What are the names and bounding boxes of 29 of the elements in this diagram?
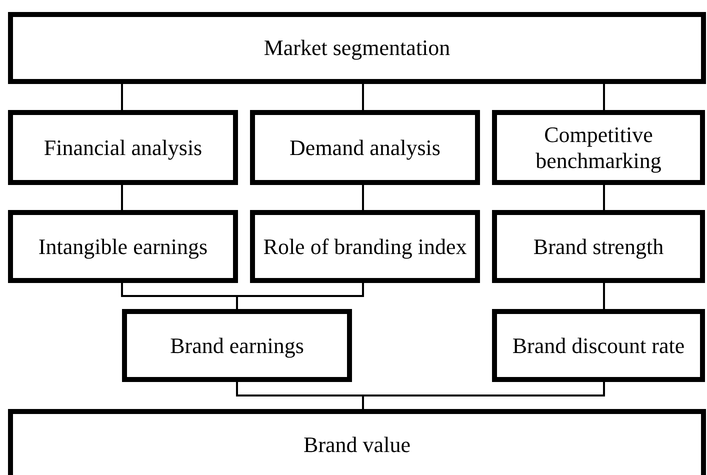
box-label: Role of branding index [263,234,467,260]
process-box [492,210,705,283]
process-box [8,110,238,185]
connector-line [603,185,605,210]
box-label: Intangible earnings [38,234,208,260]
connector-line [603,84,605,110]
box-label: Market segmentation [264,35,450,61]
process-box [8,210,238,283]
box-label: Financial analysis [44,134,202,160]
box-label: Demand analysis [290,134,440,160]
process-box [250,210,480,283]
connector-line [362,185,364,210]
connector-line [603,283,605,309]
box-label: Brand strength [533,234,664,260]
process-box [492,309,705,382]
connector-line [236,283,364,309]
process-box [250,110,480,185]
process-box [122,309,352,382]
connector-line [121,84,123,110]
connector-line [121,185,123,210]
connector-line [362,382,605,409]
process-box [492,110,705,185]
connector-line [362,84,364,110]
box-label: Brand value [304,432,410,458]
box-label: Brand discount rate [512,332,685,358]
process-box [8,409,706,475]
process-box [8,12,706,84]
box-label: Competitive benchmarking [534,122,662,173]
box-label: Brand earnings [170,332,304,358]
